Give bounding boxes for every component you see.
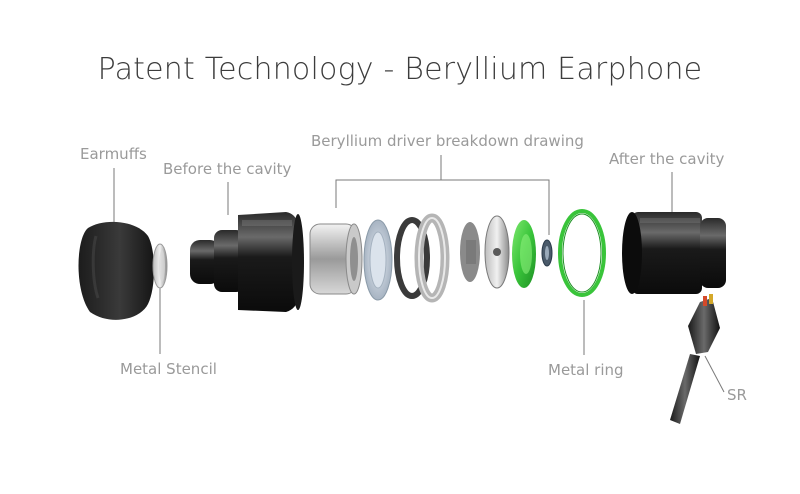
diagram-title: Patent Technology - Beryllium Earphone <box>97 52 703 87</box>
magnet-ring-part <box>414 213 450 303</box>
label-sr: SR <box>727 386 747 404</box>
label-metal-stencil: Metal Stencil <box>120 360 217 378</box>
label-earmuffs: Earmuffs <box>80 145 147 163</box>
rear-cavity-part <box>622 212 726 294</box>
beryllium-diaphragm-part <box>512 220 536 288</box>
gasket-ring-part <box>394 217 430 299</box>
label-before-cavity: Before the cavity <box>163 160 292 178</box>
earmuff-part <box>78 221 154 320</box>
driver-housing-part <box>309 223 363 295</box>
leader-driver-breakdown-bracket <box>335 179 550 235</box>
small-washer-part <box>541 239 553 267</box>
metal-ring-part <box>558 209 606 297</box>
label-driver-breakdown: Beryllium driver breakdown drawing <box>311 132 584 150</box>
label-metal-ring: Metal ring <box>548 361 624 379</box>
pole-piece-part <box>460 222 480 282</box>
front-cavity-part <box>190 212 304 312</box>
voice-coil-plate-part <box>484 215 510 289</box>
metal-stencil-part <box>152 243 168 289</box>
label-after-cavity: After the cavity <box>609 150 725 168</box>
diaphragm-disc-part <box>363 219 393 301</box>
sr-cable-part <box>670 294 720 424</box>
leader-sr <box>704 355 725 393</box>
